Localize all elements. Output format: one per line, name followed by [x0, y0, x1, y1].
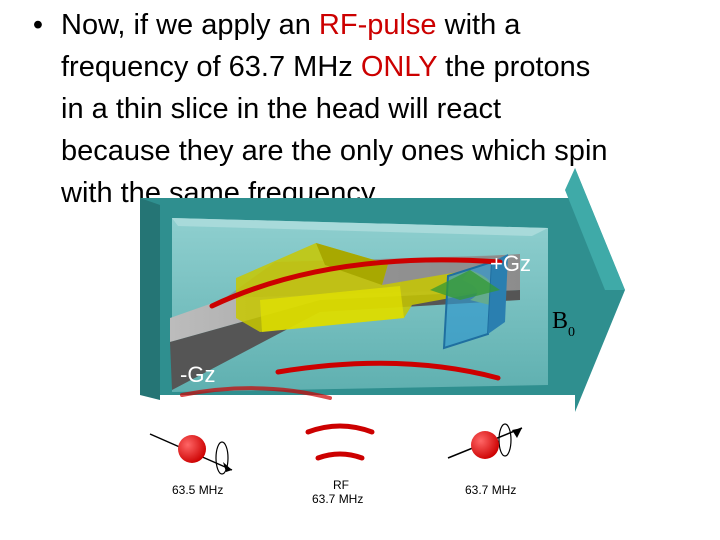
text-segment: with a: [436, 9, 521, 41]
b0-main: B: [552, 308, 568, 334]
b0-subscript: 0: [568, 325, 575, 340]
proton-right-icon: [447, 423, 523, 459]
text-segment: frequency of 63.7 MHz: [61, 51, 361, 83]
rf-pulse-symbol: [305, 423, 375, 461]
plus-gz-label: +Gz: [490, 251, 531, 276]
text-segment: the protons: [437, 51, 591, 83]
selected-slice: [430, 254, 508, 350]
right-frequency-label: 63.7 MHz: [465, 483, 516, 497]
rf-label: RF: [333, 478, 349, 492]
proton-left-icon: [149, 433, 233, 475]
rf-frequency-label: 63.7 MHz: [312, 492, 363, 506]
rf-coil: [236, 243, 495, 332]
b0-label: B0: [552, 308, 575, 340]
bullet-line-1: • Now, if we apply an RF-pulse with a: [26, 4, 706, 46]
minus-gz-label: -Gz: [180, 362, 215, 387]
only-highlight: ONLY: [360, 51, 438, 83]
rf-pulse-highlight: RF-pulse: [318, 9, 437, 41]
text-segment: Now, if we apply an: [61, 9, 319, 41]
rf-field-arcs: [180, 257, 503, 400]
bullet-line-3: in a thin slice in the head will react: [61, 93, 502, 125]
left-frequency-label: 63.5 MHz: [172, 483, 223, 497]
bullet-line-2: frequency of 63.7 MHz ONLY the protons: [26, 46, 706, 88]
bullet-line-4: because they are the only ones which spi…: [61, 135, 608, 167]
bullet-marker: •: [32, 9, 44, 41]
